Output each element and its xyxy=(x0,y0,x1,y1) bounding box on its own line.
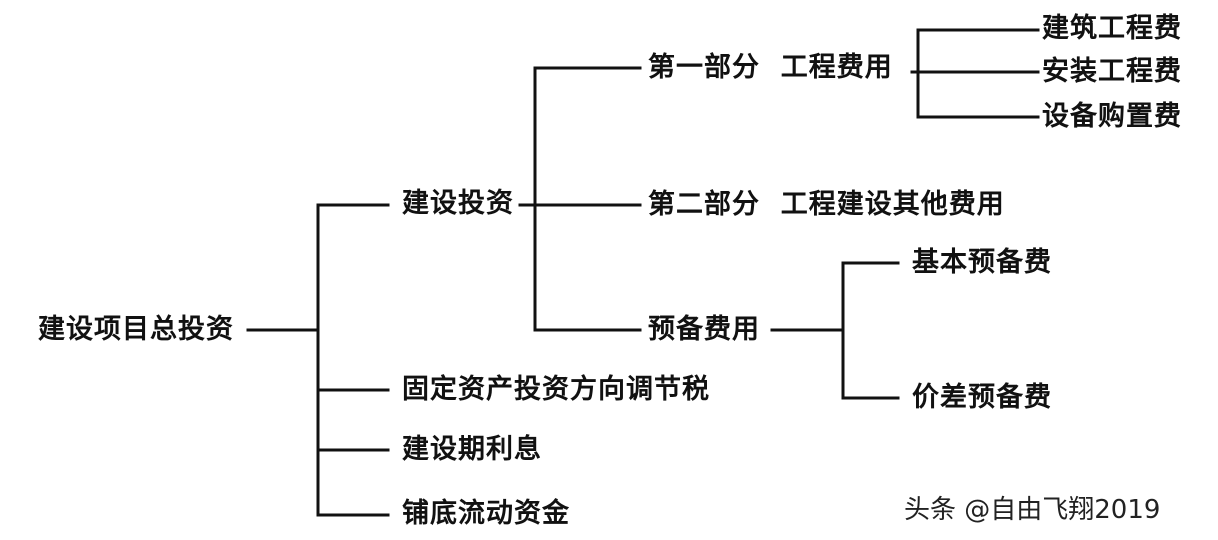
node-reserve: 预备费用 xyxy=(648,314,760,345)
node-installation-cost: 安装工程费 xyxy=(1042,56,1182,87)
node-part2: 第二部分 工程建设其他费用 xyxy=(648,189,1005,220)
node-part1: 第一部分 工程费用 xyxy=(648,52,893,83)
node-root: 建设项目总投资 xyxy=(38,314,234,345)
node-construction-interest: 建设期利息 xyxy=(402,434,542,465)
node-basic-reserve: 基本预备费 xyxy=(912,247,1052,278)
node-fixed-asset-tax: 固定资产投资方向调节税 xyxy=(402,374,710,405)
node-construction-investment: 建设投资 xyxy=(402,188,514,219)
node-equipment-cost: 设备购置费 xyxy=(1042,101,1182,132)
node-building-cost: 建筑工程费 xyxy=(1042,13,1182,44)
node-price-reserve: 价差预备费 xyxy=(912,382,1052,413)
node-working-capital: 铺底流动资金 xyxy=(402,498,570,529)
watermark-text: 头条 @自由飞翔2019 xyxy=(904,495,1161,525)
